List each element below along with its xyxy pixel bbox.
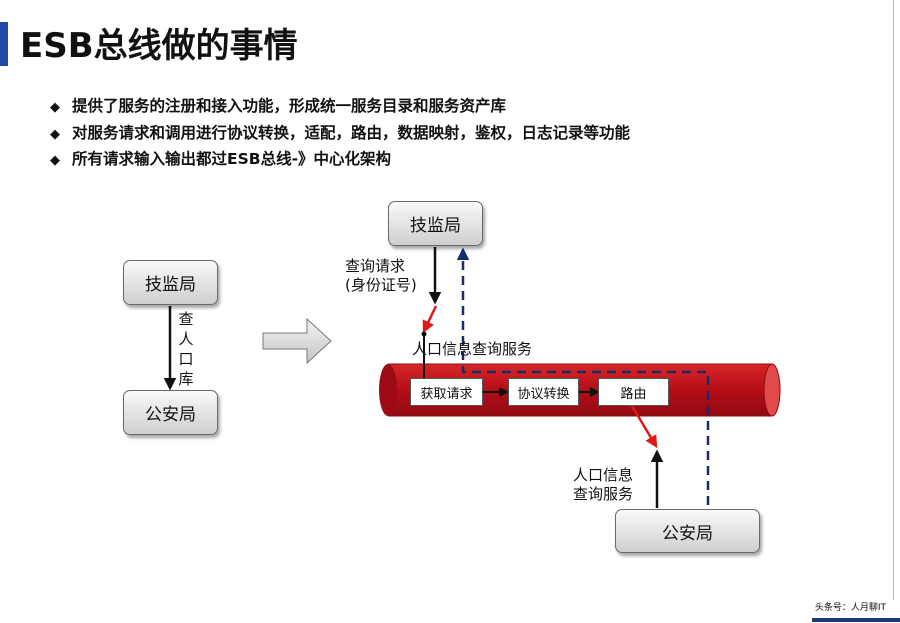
request-label-line: (身份证号): [345, 276, 417, 294]
bullet-item: ◆ 对服务请求和调用进行协议转换，适配，路由，数据映射，鉴权，日志记录等功能: [50, 121, 630, 148]
bullet-item: ◆ 所有请求输入输出都过ESB总线-》中心化架构: [50, 147, 630, 174]
query-label-char: 人: [178, 330, 194, 348]
bus-service-label: 人口信息查询服务: [412, 340, 533, 358]
red-entry-arrow: [422, 305, 438, 334]
right-tech-bureau-box: 技监局: [388, 201, 483, 246]
response-label-line: 人口信息: [573, 466, 634, 484]
left-police-box: 公安局: [123, 390, 218, 435]
bullet-item: ◆ 提供了服务的注册和接入功能，形成统一服务目录和服务资产库: [50, 94, 630, 121]
step-routing: 路由: [598, 378, 669, 406]
dashed-return-path: [456, 247, 710, 505]
step-receive-request: 获取请求: [410, 378, 483, 406]
footer-accent-line: [812, 618, 900, 622]
request-label: 查询请求 (身份证号): [345, 257, 417, 295]
response-label-line: 查询服务: [573, 485, 634, 503]
diamond-bullet-icon: ◆: [50, 100, 60, 115]
query-label: 查 人 口 库: [178, 309, 194, 389]
red-route-arrow: [630, 405, 658, 449]
right-police-box: 公安局: [615, 509, 760, 553]
query-label-char: 口: [178, 350, 194, 368]
bullet-text: 对服务请求和调用进行协议转换，适配，路由，数据映射，鉴权，日志记录等功能: [72, 123, 631, 142]
bus-entry-dot: [421, 331, 427, 337]
footer-credit: 头条号：人月聊IT: [814, 603, 886, 613]
transition-arrow-icon: [262, 317, 332, 365]
diamond-bullet-icon: ◆: [50, 126, 60, 142]
bullet-text: 提供了服务的注册和接入功能，形成统一服务目录和服务资产库: [72, 97, 507, 115]
slide-edge-rule: [893, 0, 894, 600]
bullet-text: 所有请求输入输出都过ESB总线-》中心化架构: [72, 150, 392, 168]
left-tech-bureau-box: 技监局: [123, 260, 218, 305]
title-accent-bar: [0, 22, 8, 66]
diamond-bullet-icon: ◆: [50, 153, 60, 168]
query-label-char: 查: [178, 310, 194, 328]
query-label-char: 库: [178, 370, 194, 388]
step-protocol-conversion: 协议转换: [508, 378, 579, 406]
response-label: 人口信息 查询服务: [573, 466, 633, 504]
bullet-list: ◆ 提供了服务的注册和接入功能，形成统一服务目录和服务资产库 ◆ 对服务请求和调用进…: [50, 94, 630, 174]
page-title: ESB总线做的事情: [20, 26, 298, 66]
request-label-line: 查询请求: [345, 257, 406, 275]
